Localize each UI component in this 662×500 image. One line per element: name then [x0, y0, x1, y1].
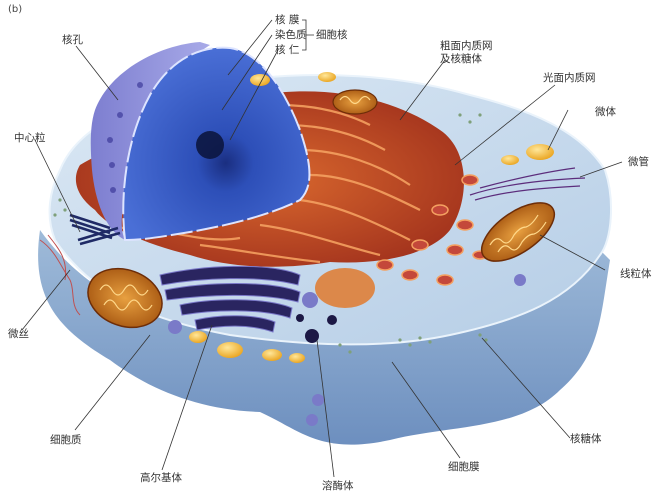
lysosomes [296, 314, 337, 343]
mitochondrion-top [332, 89, 378, 115]
label-smooth-er: 光面内质网 [543, 72, 596, 84]
nucleus-side [90, 42, 210, 240]
label-microfilament: 微丝 [8, 328, 29, 340]
label-ribosome: 核糖体 [570, 433, 602, 445]
label-nuclear-pore: 核孔 [62, 34, 83, 46]
label-rough-er: 粗面内质网 [440, 40, 493, 52]
vesicles [189, 72, 554, 363]
label-mitochondrion: 线粒体 [620, 268, 652, 280]
large-vesicle [315, 268, 375, 308]
label-nucleus-group: 细胞核 [316, 29, 348, 41]
ribosomes [53, 113, 488, 354]
centriole [69, 213, 121, 246]
smooth-er [376, 174, 488, 286]
label-microtubule: 微管 [628, 156, 649, 168]
panel-tag: (b) [8, 4, 23, 15]
label-cell-membrane: 细胞膜 [448, 461, 480, 473]
small-spheres [168, 274, 526, 426]
label-rough-er-line2: 及核糖体 [440, 53, 482, 65]
label-chromatin: 染色质 [275, 29, 307, 41]
microtubules [469, 167, 586, 201]
nucleolus [196, 131, 224, 159]
nuclear-pores [107, 82, 143, 193]
label-lysosome: 溶酶体 [322, 480, 354, 492]
leader-lines [21, 19, 623, 478]
golgi [159, 265, 301, 333]
label-microbody: 微体 [595, 106, 616, 118]
label-nuclear-envelope: 核 膜 [275, 14, 300, 26]
label-golgi: 高尔基体 [140, 472, 182, 484]
mitochondria-cristae [99, 95, 547, 311]
label-cytoplasm: 细胞质 [50, 434, 82, 446]
cell-base [38, 230, 610, 445]
mitochondrion-left [87, 267, 163, 329]
label-nucleolus: 核 仁 [275, 44, 300, 56]
label-centriole: 中心粒 [14, 132, 46, 144]
